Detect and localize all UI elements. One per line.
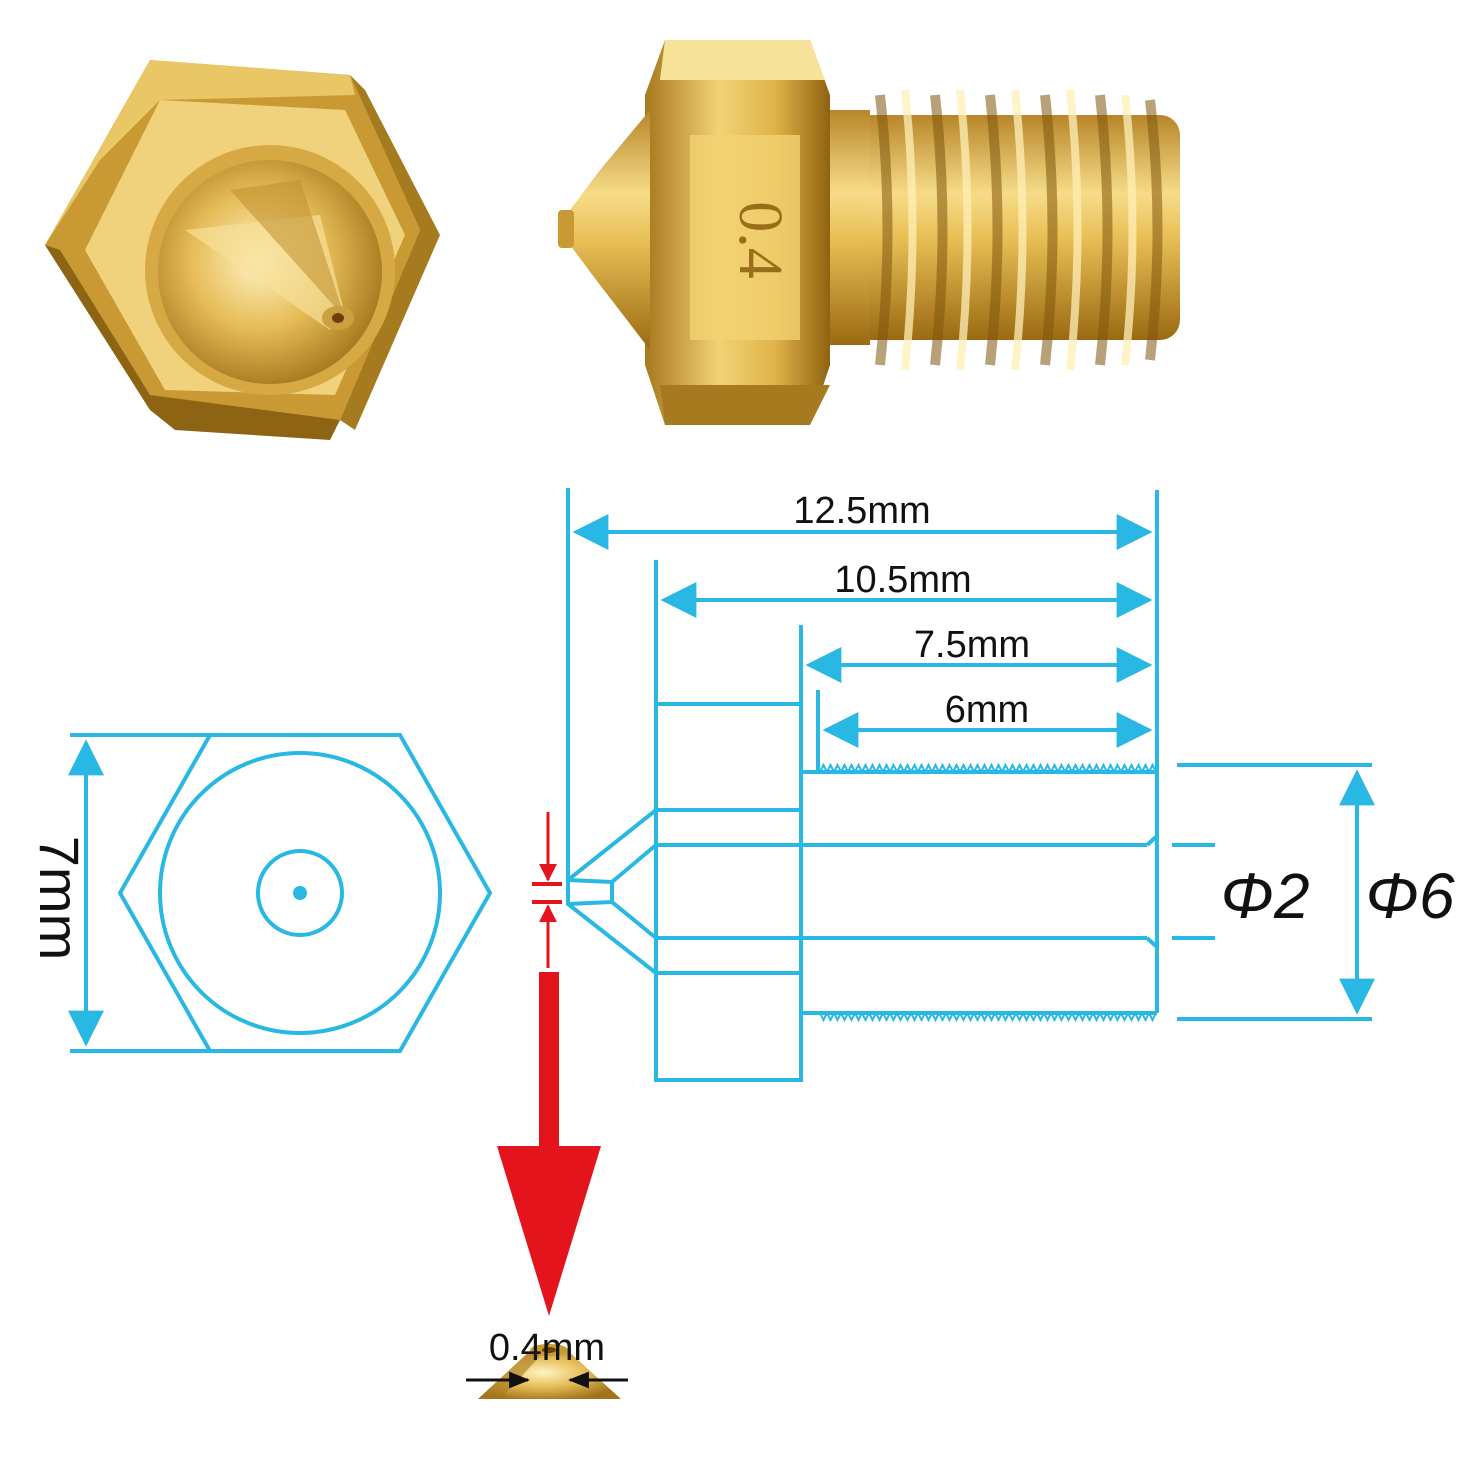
nozzle-photo-front — [45, 60, 440, 440]
red-down-arrow-icon — [497, 972, 601, 1316]
nozzle-photo-side: 0.4 — [558, 40, 1180, 425]
inner-diameter-label: Φ2 — [1220, 860, 1309, 932]
thread-section-label: 7.5mm — [914, 624, 1030, 666]
hex-front-diagram — [68, 733, 493, 1053]
hex-outline — [117, 733, 493, 1053]
length-10-5-label: 10.5mm — [834, 559, 971, 601]
orifice-dot — [293, 886, 307, 900]
side-diagram — [566, 488, 1375, 1082]
hex-body — [654, 702, 803, 1082]
orifice-size-label: 0.4mm — [489, 1327, 605, 1369]
orifice-marker — [532, 812, 562, 968]
orifice-closeup — [466, 1344, 628, 1399]
total-length-label: 12.5mm — [793, 490, 930, 532]
thread-teeth-top — [819, 762, 1157, 775]
hex-inner-circle — [158, 751, 442, 1035]
outer-diameter-label: Φ6 — [1365, 860, 1455, 932]
nozzle-size-marking: 0.4 — [726, 201, 794, 279]
thread-teeth-bottom — [819, 1010, 1157, 1023]
thread-ridges — [875, 94, 1163, 366]
orifice-circle — [256, 849, 344, 937]
thread-length-label: 6mm — [945, 689, 1029, 731]
hex-width-label: 7mm — [28, 836, 91, 960]
